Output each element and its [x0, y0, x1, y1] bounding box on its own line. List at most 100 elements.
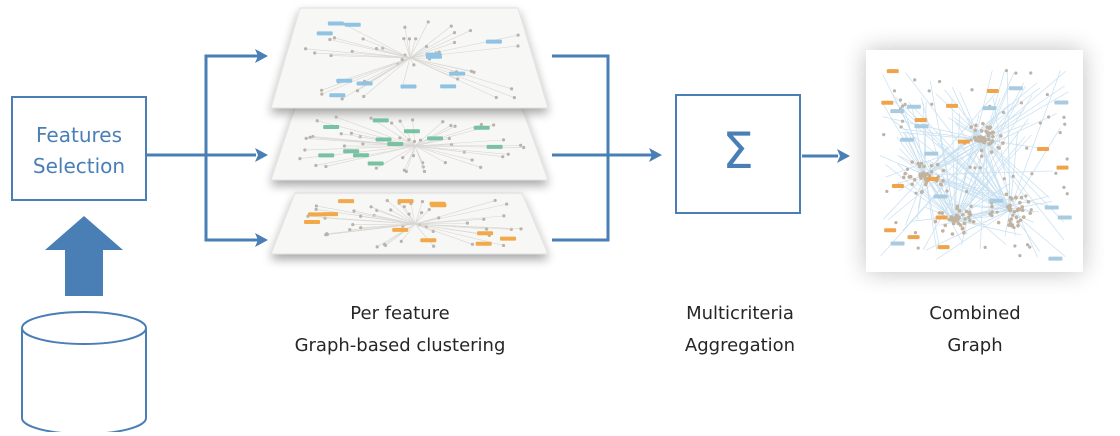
graph-node [961, 227, 965, 231]
graph-node [938, 80, 941, 83]
graph-node [1013, 244, 1016, 247]
cluster-label-marker [317, 31, 333, 35]
graph-node [471, 158, 474, 161]
graph-node [323, 217, 326, 220]
graph-node [341, 97, 344, 100]
graph-node [441, 120, 444, 123]
graph-node [450, 25, 453, 28]
graph-node [979, 166, 982, 169]
graph-node [922, 174, 926, 178]
graph-node [899, 125, 902, 128]
graph-node [402, 37, 405, 40]
graph-node [1015, 216, 1019, 220]
graph-node [501, 155, 504, 158]
cluster-label-marker [323, 125, 339, 129]
graph-node [962, 231, 966, 235]
graph-node [987, 138, 991, 142]
cluster-label-marker [924, 152, 938, 156]
graph-node [1030, 208, 1033, 211]
graph-node [519, 227, 522, 230]
graph-node [408, 37, 411, 40]
cluster-label-marker [989, 199, 1003, 203]
graph-node [1030, 172, 1033, 175]
graph-node [979, 135, 983, 139]
graph-node [335, 115, 338, 118]
caption-aggregation-line1: Multicriteria [640, 298, 840, 330]
graph-node [401, 58, 404, 61]
graph-node [502, 214, 505, 217]
graph-node [943, 224, 947, 228]
graph-node [350, 132, 353, 135]
graph-node [325, 232, 328, 235]
graph-node [1062, 186, 1065, 189]
graph-node [419, 139, 422, 142]
graph-node [996, 211, 999, 214]
graph-node [981, 122, 985, 126]
graph-node [965, 190, 968, 193]
graph-node [389, 208, 392, 211]
caption-aggregation-line2: Aggregation [640, 330, 840, 362]
graph-node [519, 144, 522, 147]
graph-node [399, 120, 402, 123]
cluster-label-marker [343, 149, 359, 153]
graph-node [936, 163, 940, 167]
graph-node [917, 246, 920, 249]
features-selection-label: Features Selection [12, 120, 146, 182]
graph-node [375, 167, 378, 170]
graph-node [969, 125, 973, 129]
features-selection-line1: Features [12, 120, 146, 151]
graph-node [1027, 200, 1031, 204]
graph-node [910, 183, 914, 187]
cluster-label-marker [500, 237, 516, 241]
graph-node [1066, 192, 1069, 195]
graph-node [432, 230, 435, 233]
graph-node [298, 157, 301, 160]
cluster-label-marker [322, 212, 338, 216]
graph-node [963, 217, 967, 221]
cluster-label-marker [887, 69, 899, 73]
graph-node [425, 45, 428, 48]
graph-node [1011, 224, 1014, 227]
graph-node [941, 179, 945, 183]
graph-node [320, 89, 323, 92]
cluster-label-marker [477, 231, 493, 235]
graph-node [1016, 224, 1020, 228]
graph-node [362, 95, 365, 98]
caption-aggregation: Multicriteria Aggregation [640, 298, 840, 362]
graph-node [356, 89, 359, 92]
cluster-label-marker [404, 129, 420, 133]
graph-node [314, 164, 317, 167]
fan-out-arrowheads [255, 49, 268, 247]
cluster-label-marker [336, 79, 352, 83]
graph-node [507, 153, 510, 156]
graph-node [1028, 211, 1032, 215]
graph-node [494, 199, 497, 202]
graph-node [470, 70, 473, 73]
cluster-label-marker [1045, 205, 1059, 209]
cluster-label-marker [328, 22, 344, 26]
graph-node [901, 120, 904, 123]
cluster-label-marker [387, 142, 403, 146]
cluster-label-marker [426, 55, 442, 59]
graph-node [1024, 194, 1027, 197]
up-arrow-icon [45, 216, 123, 296]
graph-node [885, 190, 888, 193]
graph-node [930, 164, 934, 168]
graph-node [313, 51, 316, 54]
graph-node [940, 211, 944, 215]
graph-node [1047, 115, 1050, 118]
caption-combined-line2: Graph [880, 330, 1070, 362]
cluster-label-marker [881, 101, 893, 105]
graph-node [1002, 111, 1005, 114]
graph-node [997, 146, 1001, 150]
graph-node [1005, 192, 1009, 196]
graph-node [390, 121, 393, 124]
graph-node [516, 34, 519, 37]
graph-node [466, 222, 469, 225]
graph-node [1005, 69, 1008, 72]
graph-node [510, 87, 513, 90]
graph-node [1012, 175, 1015, 178]
graph-node [961, 213, 965, 217]
graph-node [999, 134, 1003, 138]
